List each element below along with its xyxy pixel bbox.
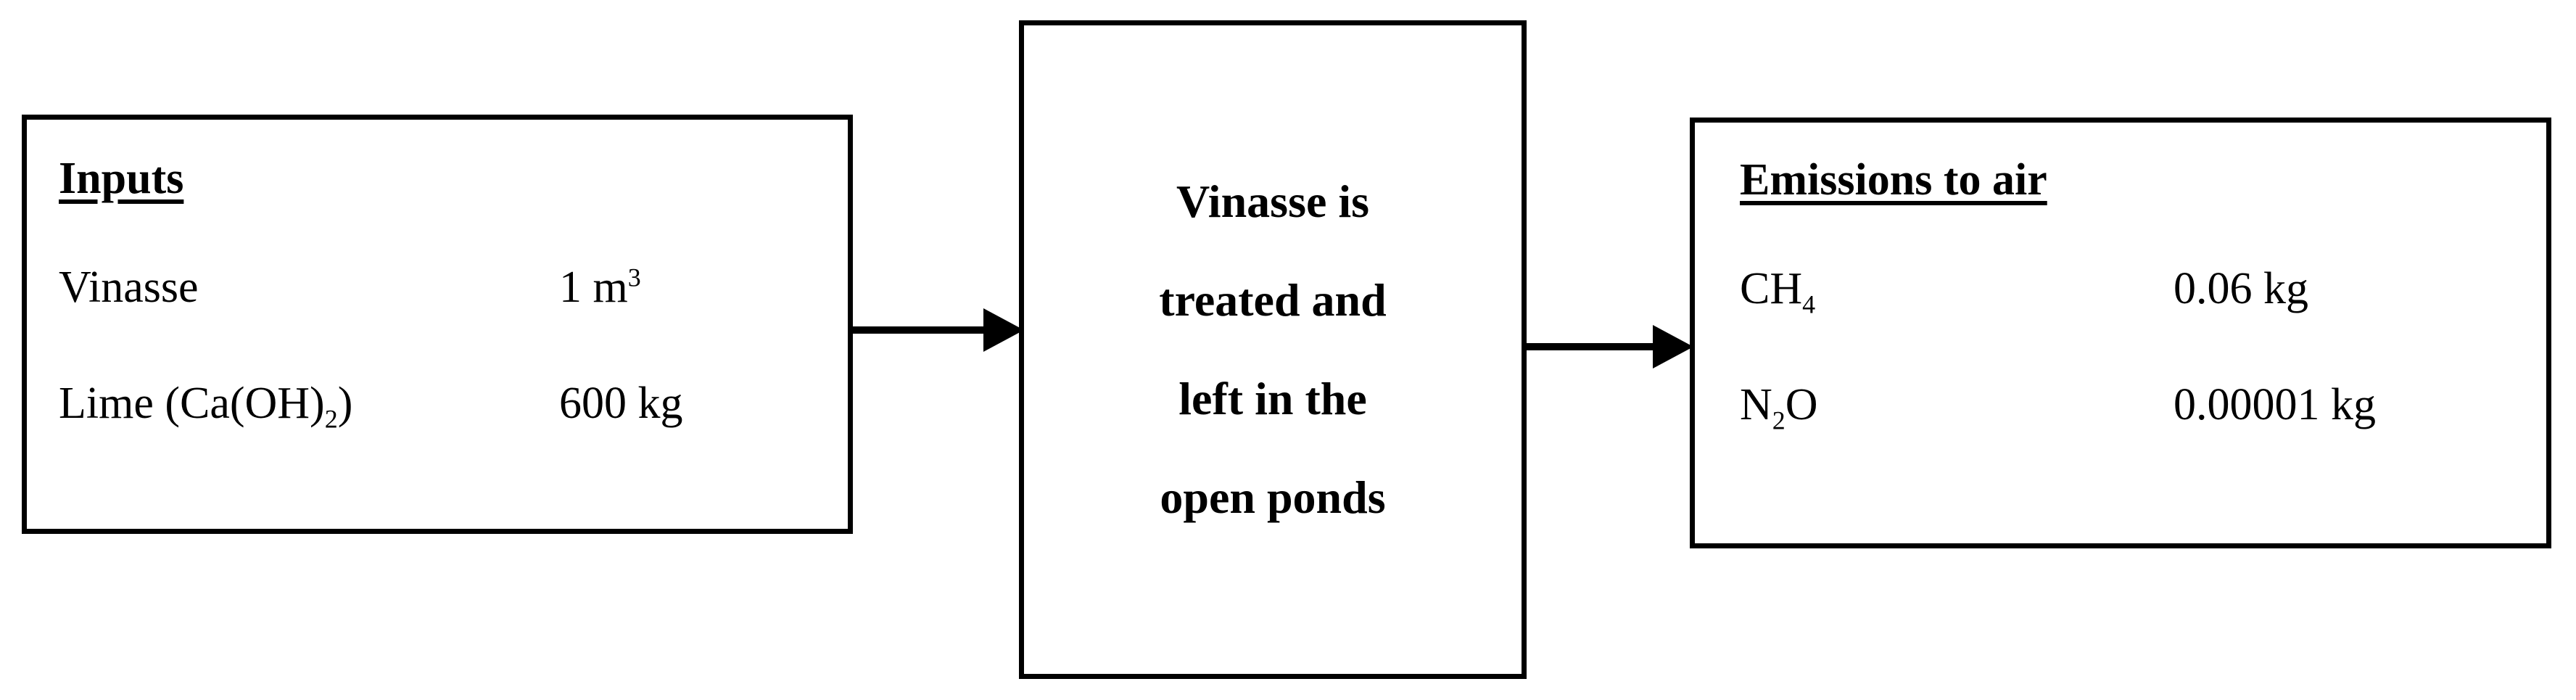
emissions-box: Emissions to air CH4 0.06 kg N2O 0.00001…: [1690, 118, 2551, 548]
arrow-shaft: [853, 326, 988, 334]
ch4-subscript: 4: [1802, 289, 1816, 319]
process-line-4: open ponds: [1160, 472, 1386, 523]
emission-row-ch4-label: CH4: [1740, 264, 1816, 319]
input-row-vinasse-label: Vinasse: [59, 263, 199, 312]
process-line-3: left in the: [1178, 373, 1367, 424]
emission-row-ch4-value: 0.06 kg: [2174, 264, 2308, 313]
process-line-2: treated and: [1159, 274, 1387, 326]
inputs-box: Inputs Vinasse 1 m3 Lime (Ca(OH)2) 600 k…: [22, 115, 853, 534]
input-row-vinasse-value: 1 m3: [559, 263, 641, 312]
emission-row-n2o-value: 0.00001 kg: [2174, 380, 2376, 429]
arrow-head-icon: [1653, 325, 1693, 368]
n2o-subscript: 2: [1772, 405, 1786, 435]
process-line-1: Vinasse is: [1176, 176, 1370, 227]
arrow-shaft: [1527, 343, 1657, 350]
lime-subscript: 2: [324, 404, 338, 434]
input-row-lime-label: Lime (Ca(OH)2): [59, 379, 353, 434]
cubic-meter-superscript: 3: [627, 263, 641, 292]
arrow-head-icon: [983, 308, 1024, 352]
process-box: Vinasse is treated and left in the open …: [1019, 20, 1527, 679]
emission-row-n2o-label: N2O: [1740, 380, 1818, 435]
emissions-heading: Emissions to air: [1740, 155, 2047, 205]
inputs-heading: Inputs: [59, 154, 184, 203]
input-row-lime-value: 600 kg: [559, 379, 683, 428]
